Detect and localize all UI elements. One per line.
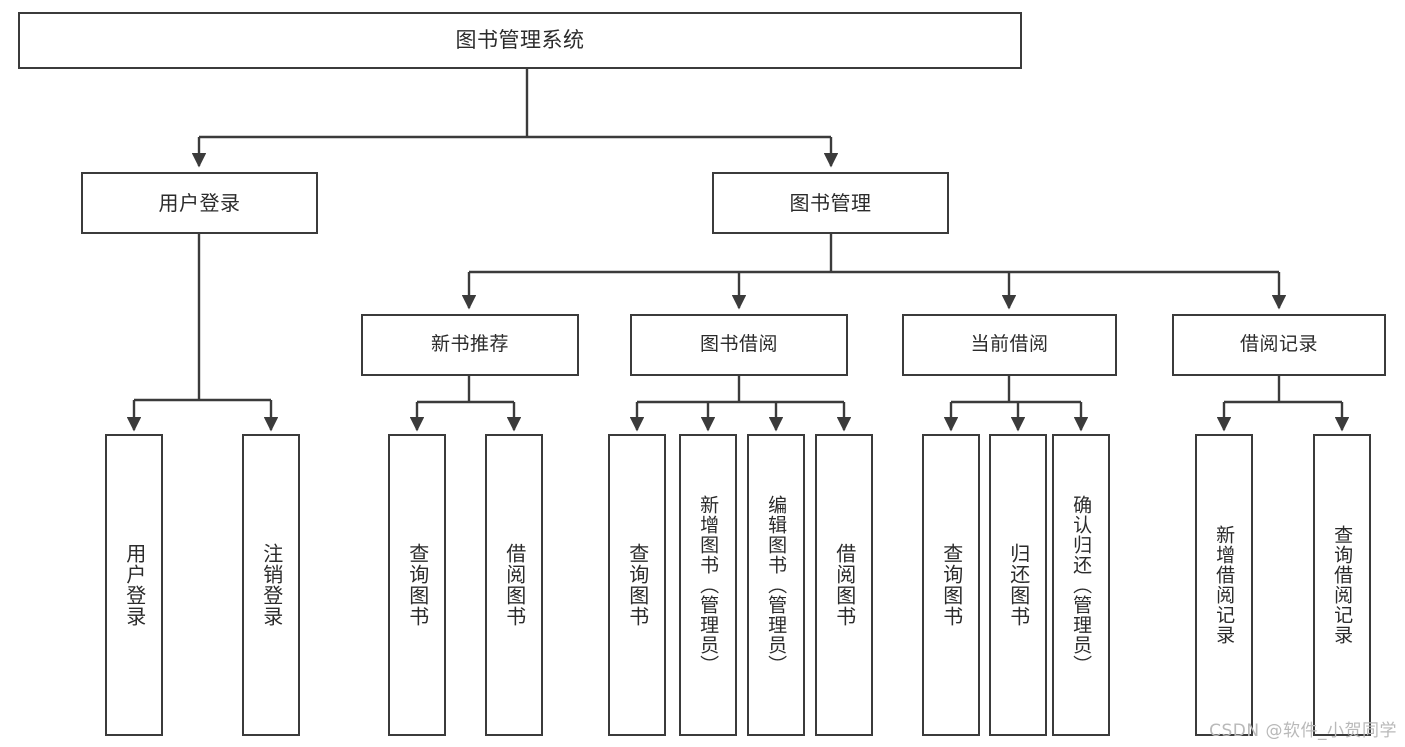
node-label: 查询图书 <box>939 543 964 627</box>
csdn-watermark: CSDN @软件_小贺同学 <box>1209 721 1397 741</box>
node-book-management[interactable]: 图书管理 <box>712 172 949 234</box>
node-label: 编辑图书（管理员） <box>765 495 788 675</box>
node-current-borrow[interactable]: 当前借阅 <box>902 314 1117 376</box>
node-label: 图书管理系统 <box>455 27 585 52</box>
node-label: 用户登录 <box>122 543 147 627</box>
node-label: 借阅图书 <box>502 543 527 627</box>
leaf-br-search-record[interactable]: 查询借阅记录 <box>1313 434 1371 736</box>
node-book-borrow[interactable]: 图书借阅 <box>630 314 848 376</box>
leaf-user-login[interactable]: 用户登录 <box>105 434 163 736</box>
leaf-logout[interactable]: 注销登录 <box>242 434 300 736</box>
leaf-br-add-record[interactable]: 新增借阅记录 <box>1195 434 1253 736</box>
leaf-nb-borrow-book[interactable]: 借阅图书 <box>485 434 543 736</box>
node-label: 借阅图书 <box>832 543 857 627</box>
node-label: 新书推荐 <box>430 333 509 356</box>
node-label: 新增图书（管理员） <box>697 495 720 675</box>
leaf-cb-return-book[interactable]: 归还图书 <box>989 434 1047 736</box>
node-label: 确认归还（管理员） <box>1070 495 1093 675</box>
node-label: 查询图书 <box>405 543 430 627</box>
node-system-root[interactable]: 图书管理系统 <box>18 12 1022 69</box>
node-label: 图书借阅 <box>699 333 778 356</box>
node-label: 新增借阅记录 <box>1213 525 1236 645</box>
leaf-cb-search-book[interactable]: 查询图书 <box>922 434 980 736</box>
node-label: 用户登录 <box>158 190 241 215</box>
node-label: 归还图书 <box>1006 543 1031 627</box>
node-label: 当前借阅 <box>970 333 1049 356</box>
leaf-bb-borrow-book[interactable]: 借阅图书 <box>815 434 873 736</box>
node-borrow-record[interactable]: 借阅记录 <box>1172 314 1386 376</box>
node-label: 查询借阅记录 <box>1331 525 1354 645</box>
leaf-bb-edit-book[interactable]: 编辑图书（管理员） <box>747 434 805 736</box>
node-label: 借阅记录 <box>1239 333 1318 356</box>
leaf-nb-search-book[interactable]: 查询图书 <box>388 434 446 736</box>
node-user-login[interactable]: 用户登录 <box>81 172 318 234</box>
node-new-book-recommend[interactable]: 新书推荐 <box>361 314 579 376</box>
leaf-bb-add-book[interactable]: 新增图书（管理员） <box>679 434 737 736</box>
leaf-cb-confirm-return[interactable]: 确认归还（管理员） <box>1052 434 1110 736</box>
node-label: 注销登录 <box>259 543 284 627</box>
node-label: 查询图书 <box>625 543 650 627</box>
leaf-bb-search-book[interactable]: 查询图书 <box>608 434 666 736</box>
node-label: 图书管理 <box>789 190 872 215</box>
